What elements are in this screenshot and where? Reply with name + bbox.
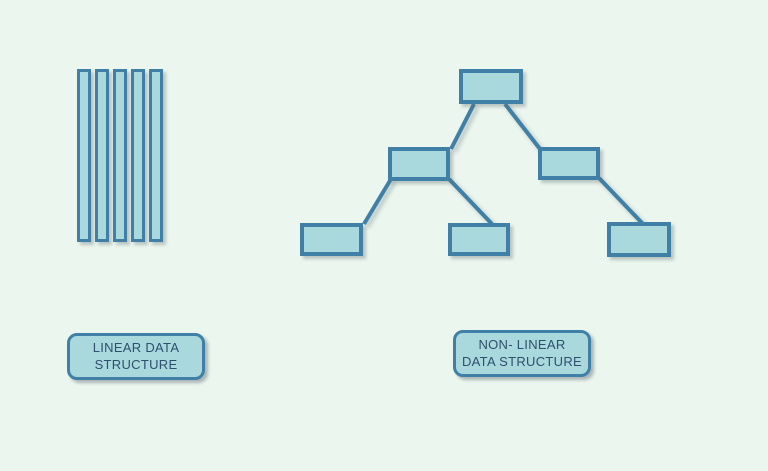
array-bar <box>131 69 145 242</box>
array-bar <box>77 69 91 242</box>
tree-edge-root-left <box>449 103 476 150</box>
tree-leaf-middle <box>448 223 510 256</box>
linear-structure-label: LINEAR DATA STRUCTURE <box>67 333 205 380</box>
tree-node-root <box>459 69 523 104</box>
tree-edge-root-right <box>503 102 542 151</box>
array-bars <box>77 69 163 242</box>
array-bar <box>95 69 109 242</box>
tree-node-left <box>388 147 450 181</box>
tree-edge-left-leaf2 <box>447 177 494 226</box>
tree-leaf-right <box>607 222 671 257</box>
tree-node-right <box>538 147 600 180</box>
nonlinear-structure-label: NON- LINEAR DATA STRUCTURE <box>453 330 591 377</box>
tree-leaf-left <box>300 223 363 256</box>
linear-structure-label-text: LINEAR DATA STRUCTURE <box>92 340 180 372</box>
tree-edge-right-leaf3 <box>597 176 645 226</box>
nonlinear-structure-label-text: NON- LINEAR DATA STRUCTURE <box>461 337 582 369</box>
tree-edge-left-leaf1 <box>362 177 393 226</box>
array-bar <box>113 69 127 242</box>
array-bar <box>149 69 163 242</box>
